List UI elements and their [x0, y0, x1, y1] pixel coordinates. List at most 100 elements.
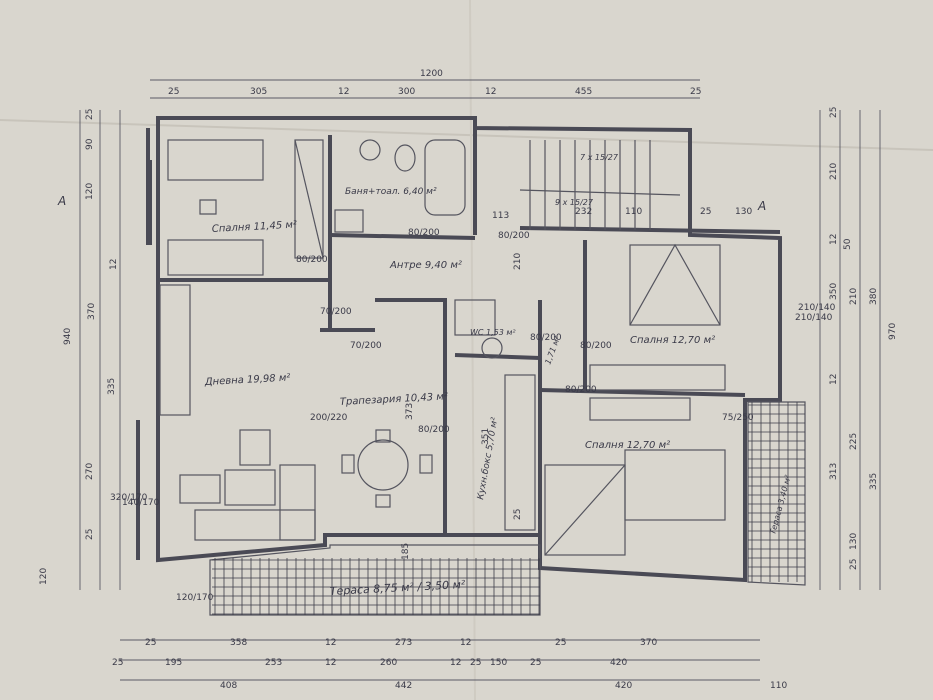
- door-label: 120/170: [176, 593, 214, 603]
- dining-table: [341, 429, 433, 508]
- inner-dim: 185: [401, 543, 411, 560]
- bottom-dim-row1: 12: [460, 638, 471, 648]
- top-dim-segment: 25: [168, 87, 179, 97]
- door-label: 80/200: [498, 231, 530, 241]
- left-dim: 12: [109, 259, 119, 270]
- top-dim-segment: 455: [575, 87, 592, 97]
- door-label: 80/200: [418, 425, 450, 435]
- staircase: [519, 140, 681, 230]
- room-label-hall: Антре 9,40 м²: [389, 260, 462, 271]
- left-dim: 25: [85, 109, 95, 120]
- left-dim: 270: [85, 463, 95, 480]
- left-dim: 90: [85, 138, 95, 150]
- inner-dim: 232: [575, 207, 592, 217]
- bottom-dim-row3: 442: [395, 681, 412, 691]
- top-dim-total: 1200: [420, 69, 443, 79]
- living-furniture: [159, 284, 316, 541]
- bottom-dim-row2: 25: [530, 658, 541, 668]
- door-label: 210/140: [795, 313, 833, 323]
- right-dim: 210: [849, 288, 859, 305]
- bath-fixtures: [334, 139, 466, 233]
- bottom-dim-row1: 370: [640, 638, 657, 648]
- left-dim: 120: [39, 568, 49, 585]
- right-dim: 25: [849, 559, 859, 570]
- door-label: 140/170: [122, 498, 160, 508]
- door-label: 210/140: [798, 303, 836, 313]
- bedroom2-furniture: [589, 243, 726, 391]
- right-dim: 380: [869, 288, 879, 305]
- room-label-bedroom2: Спалня 12,70 м²: [630, 335, 715, 346]
- left-dim: 940: [63, 328, 73, 345]
- top-dim-segment: 305: [250, 87, 267, 97]
- room-label-bedroom3: Спалня 12,70 м²: [585, 440, 670, 451]
- bottom-dim-row2: 12: [450, 658, 461, 668]
- top-dim-segment: 25: [690, 87, 701, 97]
- right-dim: 970: [888, 323, 898, 340]
- door-label: 320/170: [110, 493, 148, 503]
- left-dim: 25: [85, 529, 95, 540]
- inner-dim: 113: [492, 211, 509, 221]
- section-mark-left: A: [57, 194, 66, 208]
- right-dim: 50: [843, 238, 853, 250]
- bottom-dim-row2: 25: [470, 658, 481, 668]
- bottom-dim-row3: 420: [615, 681, 632, 691]
- right-dim: 350: [829, 283, 839, 300]
- stair-label-down: 9 x 15/27: [555, 198, 594, 207]
- room-label-wc: WC 1,53 м²: [470, 328, 516, 337]
- door-label: 80/200: [530, 333, 562, 343]
- inner-dim: 25: [700, 207, 711, 217]
- door-label: 80/200: [296, 255, 328, 265]
- bottom-dim-row2: 150: [490, 658, 507, 668]
- top-dim-segment: 300: [398, 87, 415, 97]
- inner-dim: 25: [513, 509, 523, 520]
- bottom-dim-row2: 253: [265, 658, 282, 668]
- terrace-bottom: [209, 544, 541, 616]
- dimension-lines: [79, 79, 881, 681]
- left-dim: 370: [87, 303, 97, 320]
- bottom-dim-row2: 420: [610, 658, 627, 668]
- left-dim: 120: [85, 183, 95, 200]
- bottom-dim-row1: 25: [145, 638, 156, 648]
- room-label-bath: Баня+тоал. 6,40 м²: [345, 187, 437, 197]
- bedroom3-furniture: [544, 397, 726, 556]
- bottom-dim-row1: 25: [555, 638, 566, 648]
- inner-dim: 210: [513, 253, 523, 270]
- bottom-dim-row1: 12: [325, 638, 336, 648]
- door-label: 80/200: [408, 228, 440, 238]
- right-dim: 210: [829, 163, 839, 180]
- inner-dim: 110: [625, 207, 642, 217]
- bedroom1-furniture: [167, 139, 324, 276]
- outer-walls: [136, 116, 782, 583]
- door-label: 80/200: [565, 385, 597, 395]
- door-label: 200/220: [310, 413, 348, 423]
- inner-dim: 373: [405, 403, 415, 420]
- inner-dim: 351: [481, 428, 491, 445]
- door-label: 80/200: [580, 341, 612, 351]
- right-dim: 225: [849, 433, 859, 450]
- right-dim: 335: [869, 473, 879, 490]
- inner-dim: 130: [735, 207, 752, 217]
- left-dim: 335: [107, 378, 117, 395]
- bottom-dim-row2: 25: [112, 658, 123, 668]
- door-label: 70/200: [320, 307, 352, 317]
- top-dim-segment: 12: [485, 87, 496, 97]
- door-label: 70/200: [350, 341, 382, 351]
- right-dim: 130: [849, 533, 859, 550]
- room-label-bedroom1: Спалня 11,45 м²: [212, 220, 298, 235]
- right-dim: 313: [829, 463, 839, 480]
- terrace-side: [747, 401, 806, 586]
- right-dim: 12: [829, 234, 839, 245]
- stair-label-up: 7 x 15/27: [580, 153, 619, 162]
- bottom-dim-row2: 12: [325, 658, 336, 668]
- bottom-dim-row2: 260: [380, 658, 397, 668]
- bottom-dim-row3: 408: [220, 681, 237, 691]
- bottom-dim-row1: 358: [230, 638, 247, 648]
- bottom-dim-row1: 273: [395, 638, 412, 648]
- bottom-dim-row3: 110: [770, 681, 787, 691]
- kitchen-counter: [454, 299, 536, 531]
- room-label-living: Дневна 19,98 м²: [204, 373, 291, 389]
- right-dim: 12: [829, 374, 839, 385]
- door-label: 75/250: [722, 413, 754, 423]
